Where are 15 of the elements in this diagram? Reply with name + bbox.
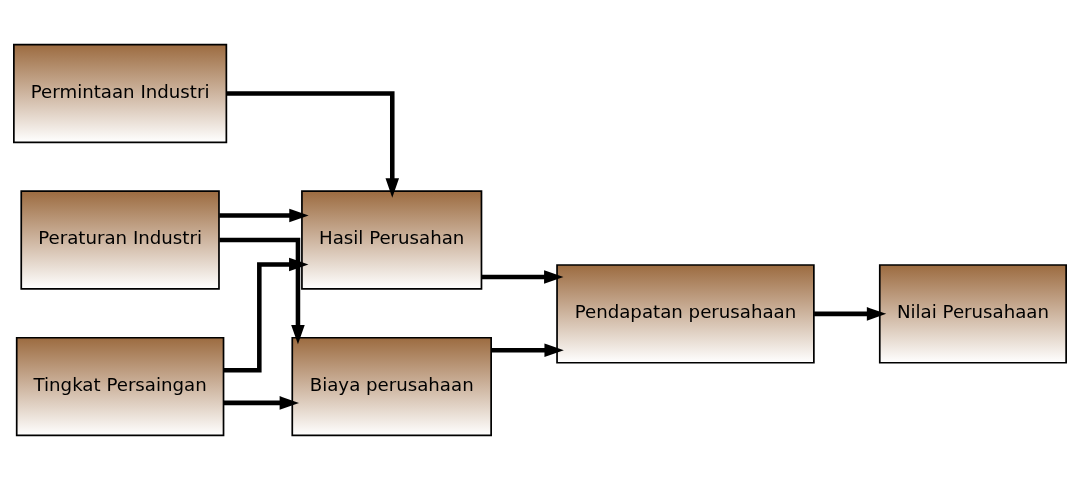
arrow [814, 306, 887, 321]
arrow [223, 395, 299, 410]
arrow [226, 90, 400, 198]
node-box: Tingkat Persaingan [15, 336, 225, 436]
arrow [219, 237, 305, 344]
arrow [219, 208, 309, 222]
node-box: Peraturan Industri [20, 189, 220, 290]
arrow [491, 342, 564, 357]
node-box: Permintaan Industri [13, 43, 228, 143]
node-box: Hasil Perusahan [301, 189, 483, 290]
node-box: Nilai Perusahaan [878, 263, 1067, 364]
node-box: Biaya perusahaan [291, 336, 492, 436]
node-box: Pendapatan perusahaan [556, 263, 815, 364]
arrow [223, 257, 309, 373]
arrow [481, 269, 564, 284]
